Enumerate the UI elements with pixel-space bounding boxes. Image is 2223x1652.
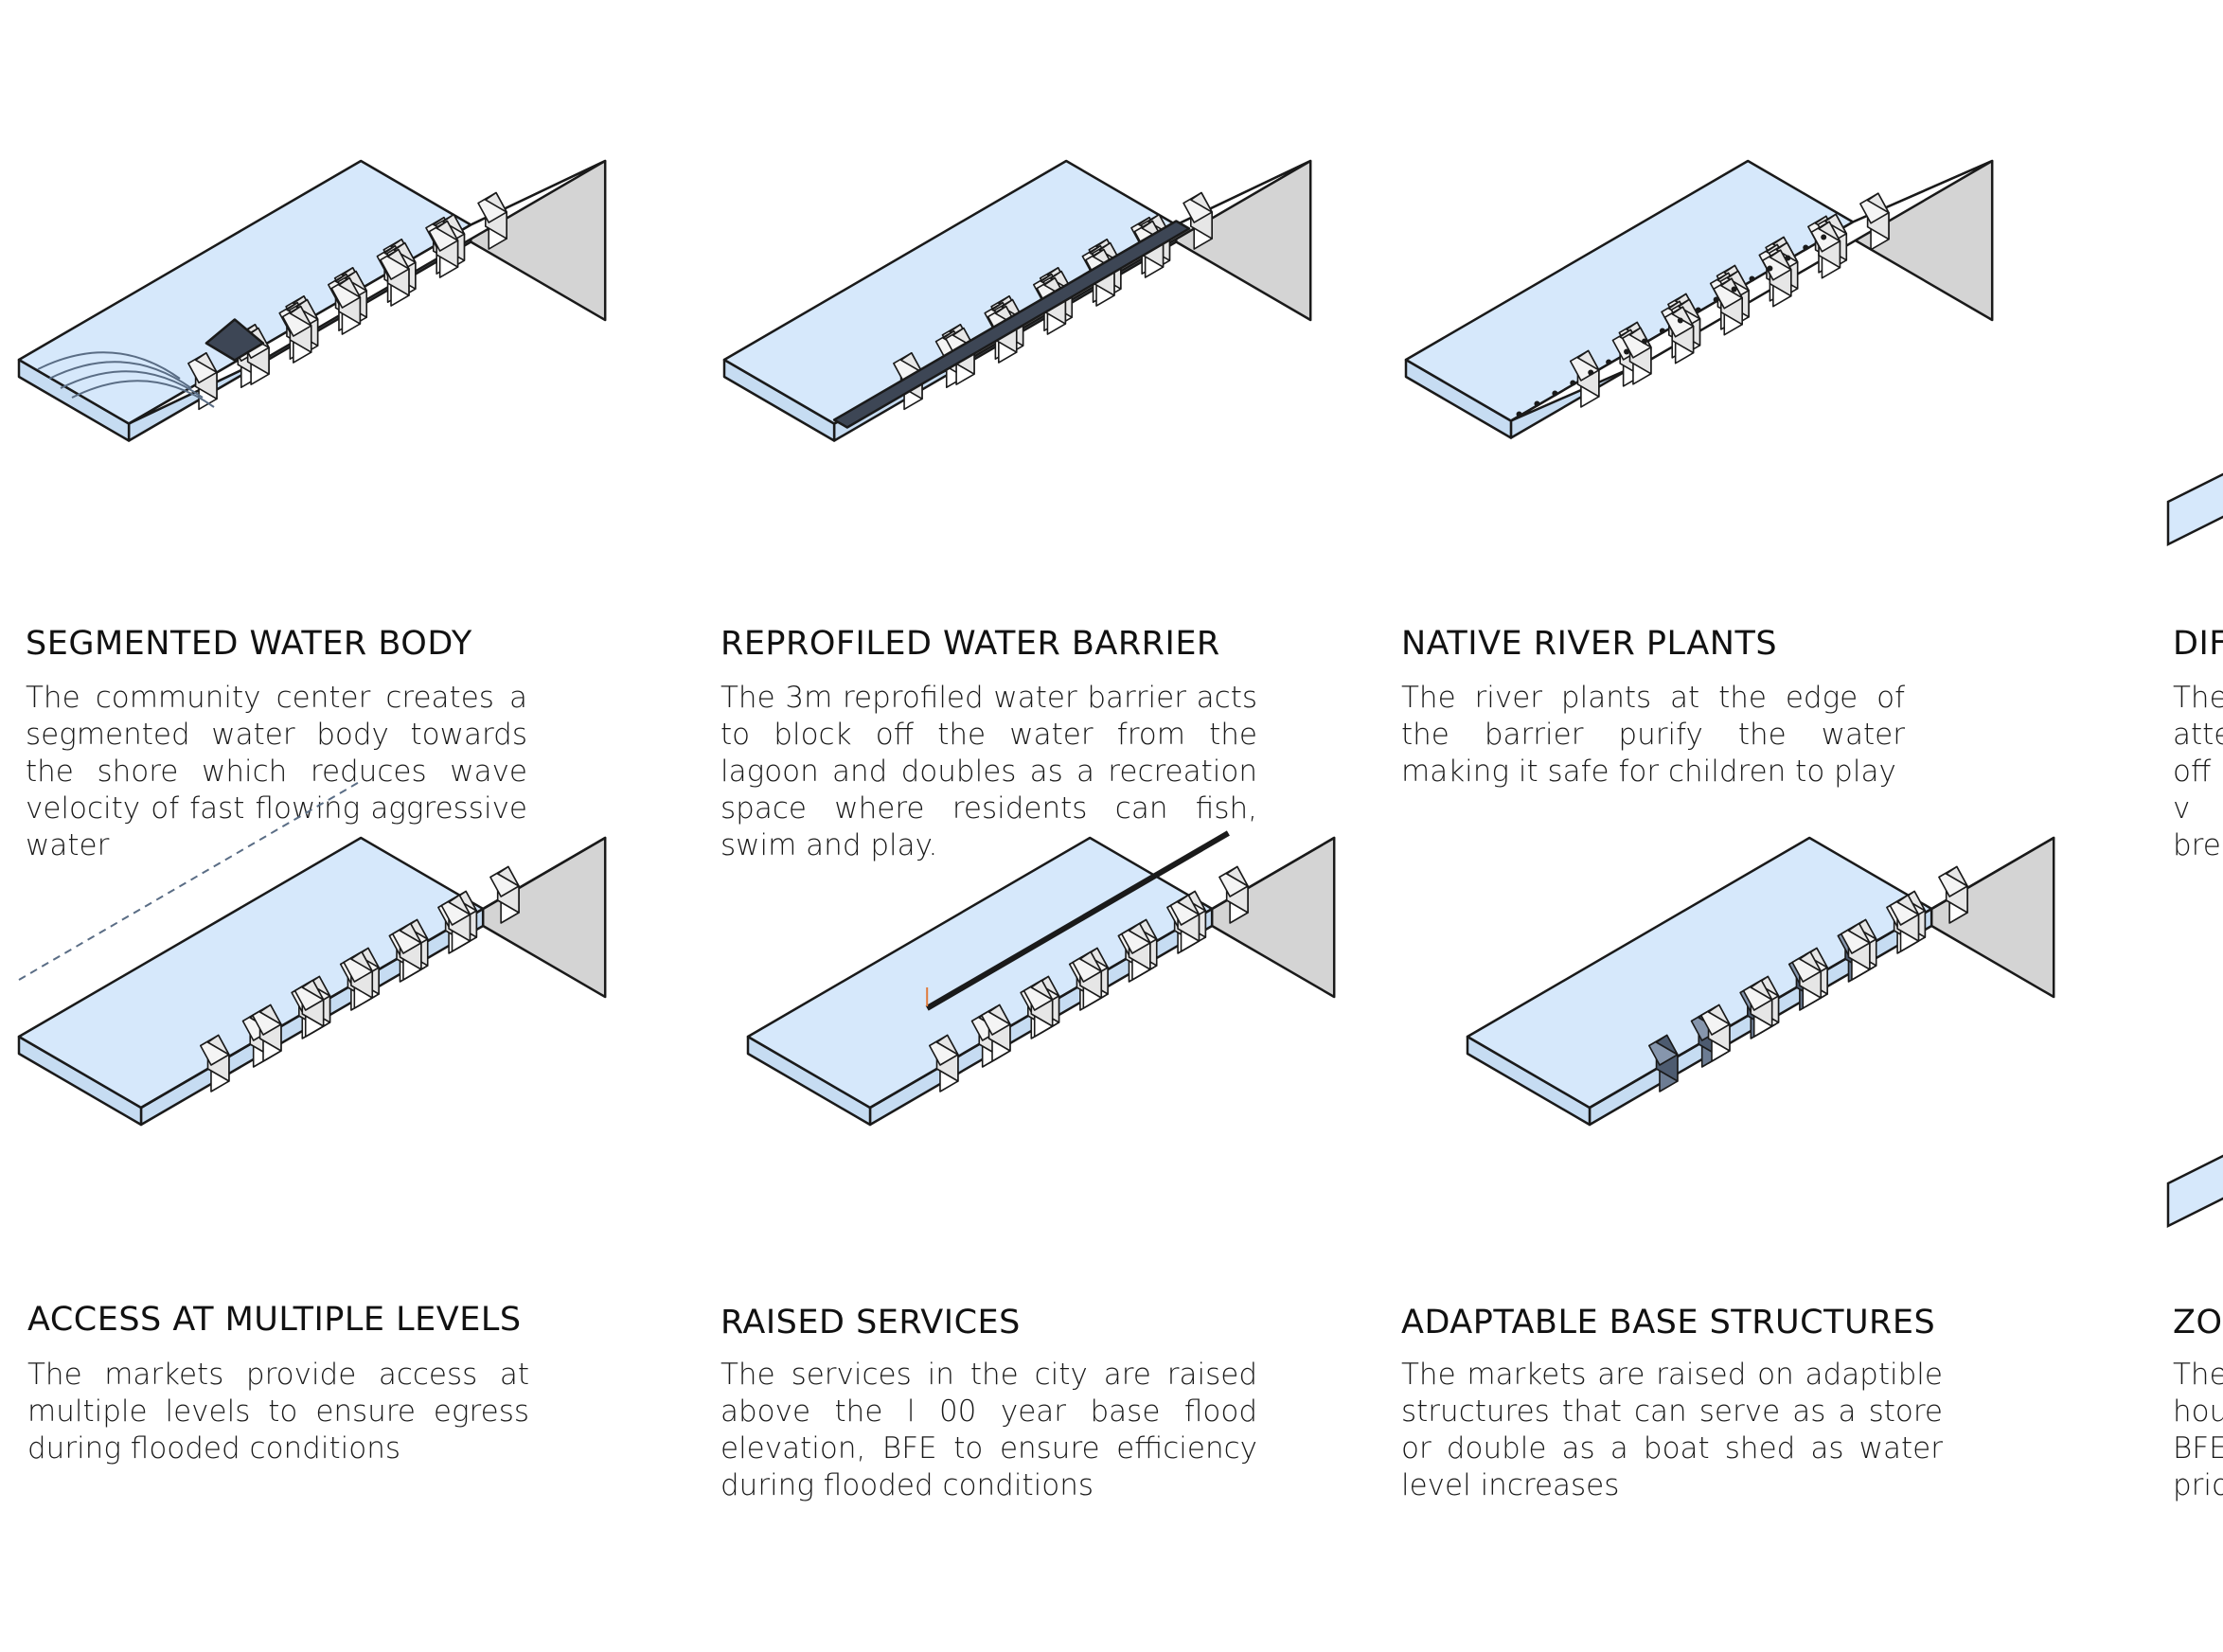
panel-title: ADAPTABLE BASE STRUCTURES — [1401, 1304, 1935, 1341]
panel-title: ACCESS AT MULTIPLE LEVELS — [27, 1301, 522, 1339]
plant-dot — [1821, 235, 1826, 240]
plant-dot — [1660, 329, 1665, 334]
plant-dot — [1606, 360, 1611, 365]
water-barrier-diagram — [705, 227, 1273, 625]
plant-dot — [1714, 297, 1719, 303]
partial-diagram-top — [2168, 445, 2223, 559]
panel-description: The markets are raised on adaptible stru… — [1401, 1357, 1943, 1504]
plant-dot — [1642, 339, 1647, 345]
plant-dot — [1517, 412, 1522, 417]
plant-dot — [1624, 349, 1629, 355]
plant-dot — [1678, 318, 1683, 324]
plant-dot — [1803, 245, 1808, 251]
panel-title: DIF — [2173, 625, 2223, 663]
panel-title: RAISED SERVICES — [720, 1304, 1021, 1341]
plant-dot — [1534, 401, 1539, 407]
adaptable-structures-diagram — [1449, 904, 2017, 1302]
river-plants-diagram — [1387, 227, 1955, 625]
panel-description: The markets provide access at multiple l… — [27, 1357, 529, 1467]
panel-title: REPROFILED WATER BARRIER — [720, 625, 1220, 663]
water-surface — [2168, 1155, 2223, 1226]
plant-dot — [1696, 308, 1701, 313]
panel-description: The 3m reprofiled water barrier acts to … — [720, 680, 1257, 864]
partial-diagram-bottom — [2168, 1127, 2223, 1240]
plant-dot — [1552, 391, 1557, 397]
plant-dot — [1732, 287, 1737, 293]
panel-description: The atte off v brea — [2173, 680, 2223, 864]
segmented-water-body-diagram — [0, 227, 568, 625]
plant-dot — [1570, 381, 1575, 386]
panel-title: NATIVE RIVER PLANTS — [1401, 625, 1777, 663]
panel-title: ZO — [2173, 1304, 2223, 1341]
panel-description: The river plants at the edge of the barr… — [1401, 680, 1905, 790]
water-surface — [2168, 473, 2223, 544]
panel-description: The hou BFE prio — [2173, 1357, 2223, 1504]
panel-description: The community center creates a segmented… — [26, 680, 527, 864]
plant-dot — [1767, 266, 1772, 272]
plant-dot — [1588, 370, 1593, 376]
plant-dot — [1785, 256, 1790, 261]
panel-title: SEGMENTED WATER BODY — [26, 625, 472, 663]
plant-dot — [1750, 276, 1755, 282]
panel-description: The services in the city are raised abov… — [720, 1357, 1257, 1504]
multiple-levels-diagram — [0, 904, 568, 1302]
raised-services-diagram — [729, 904, 1297, 1302]
